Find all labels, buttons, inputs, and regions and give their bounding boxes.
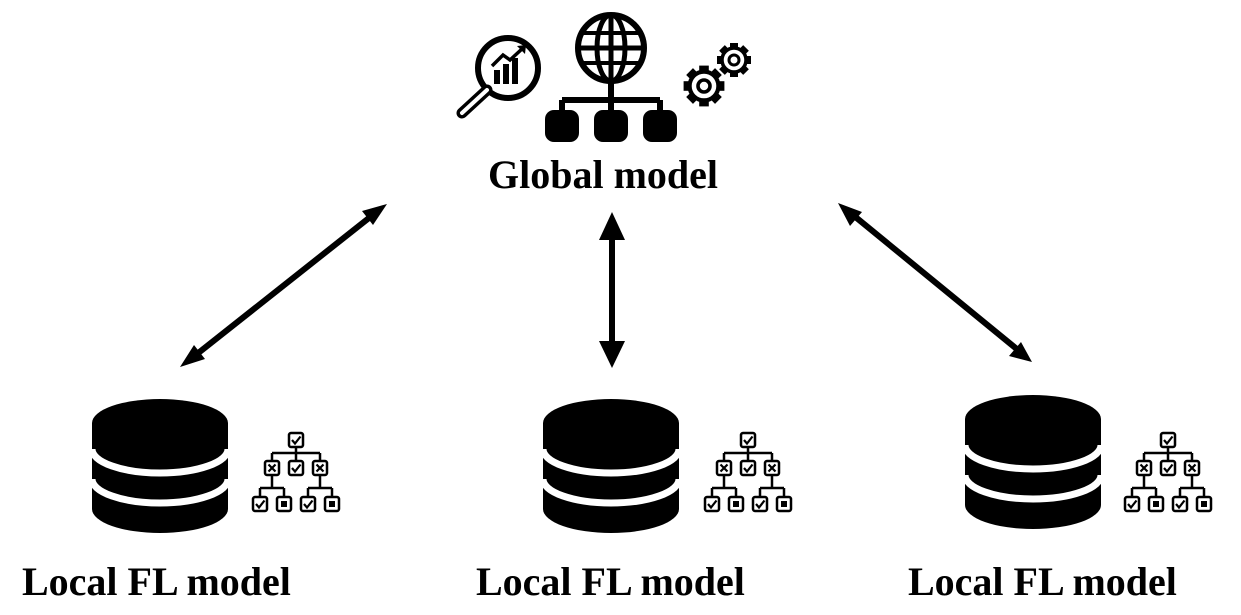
- local-model-label-3: Local FL model: [908, 559, 1177, 604]
- decision-tree-icon: [253, 433, 339, 511]
- decision-tree-icon: [705, 433, 791, 511]
- bidirectional-arrow-center: [599, 212, 625, 368]
- local-model-label-1: Local FL model: [22, 559, 291, 604]
- database-icon: [543, 399, 679, 533]
- database-icon: [965, 395, 1101, 529]
- bidirectional-arrow-right: [838, 203, 1032, 362]
- gears-icon: [684, 41, 753, 106]
- decision-tree-icon: [1125, 433, 1211, 511]
- database-icon: [92, 399, 228, 533]
- globe-network-icon: [545, 12, 677, 142]
- bidirectional-arrow-left: [180, 204, 387, 367]
- local-model-label-2: Local FL model: [476, 559, 745, 604]
- global-model-label: Global model: [488, 152, 719, 197]
- analytics-magnifier-icon: [456, 35, 541, 119]
